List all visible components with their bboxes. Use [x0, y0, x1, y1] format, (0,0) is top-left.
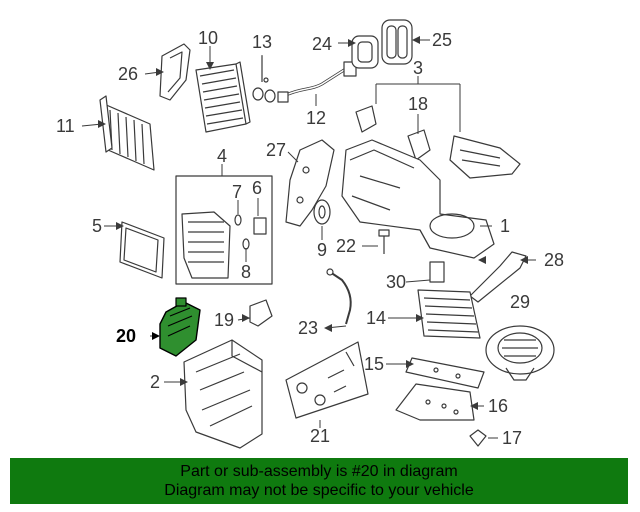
callout-9: 9 [317, 240, 327, 260]
callout-17: 17 [502, 428, 522, 448]
part-9-grommet[interactable] [313, 199, 331, 225]
callout-labels: 10 26 11 13 12 24 25 3 18 27 4 6 7 5 8 9… [56, 28, 564, 448]
banner-line-2: Diagram may not be specific to your vehi… [164, 482, 474, 499]
part-20-blower-control-module[interactable] [159, 297, 201, 357]
part-17-clip[interactable] [469, 429, 487, 447]
banner-line-1: Part or sub-assembly is #20 in diagram [180, 463, 458, 480]
part-16-bottom-cover[interactable] [395, 383, 475, 421]
callout-20: 20 [116, 326, 136, 346]
part-24-gasket[interactable] [351, 35, 379, 69]
callout-14: 14 [366, 308, 386, 328]
callout-5: 5 [92, 216, 102, 236]
part-8-o-ring[interactable] [242, 238, 250, 250]
callout-10: 10 [198, 28, 218, 48]
callout-18: 18 [408, 94, 428, 114]
callout-1: 1 [500, 216, 510, 236]
part-25-gasket[interactable] [381, 19, 413, 65]
callout-7: 7 [232, 182, 242, 202]
callout-19: 19 [214, 310, 234, 330]
callout-30: 30 [386, 272, 406, 292]
callout-6: 6 [252, 178, 262, 198]
callout-4: 4 [217, 146, 227, 166]
part-7-o-ring[interactable] [234, 214, 242, 226]
part-10-evaporator[interactable] [195, 61, 251, 133]
part-1-hvac-housing[interactable] [341, 139, 495, 259]
part-18-actuator[interactable] [407, 129, 431, 161]
part-2-lower-housing[interactable] [183, 339, 263, 449]
part-21-seal-kit[interactable] [285, 341, 369, 419]
callout-21: 21 [310, 426, 330, 446]
part-19-bracket[interactable] [249, 299, 273, 327]
part-11-heater-core[interactable] [99, 95, 155, 171]
callout-27: 27 [266, 140, 286, 160]
callout-23: 23 [298, 318, 318, 338]
part-23-drain-tube[interactable] [326, 268, 352, 325]
part-12-ac-line[interactable] [277, 61, 357, 103]
callout-26: 26 [118, 64, 138, 84]
callout-16: 16 [488, 396, 508, 416]
part-3-actuators[interactable] [355, 105, 521, 179]
info-banner: Part or sub-assembly is #20 in diagram D… [10, 458, 628, 504]
callout-8: 8 [241, 262, 251, 282]
part-22-screw[interactable] [378, 229, 390, 254]
callout-29: 29 [510, 292, 530, 312]
part-13-o-rings[interactable] [252, 56, 276, 103]
part-28-lever[interactable] [469, 251, 527, 303]
callout-2: 2 [150, 372, 160, 392]
callout-28: 28 [544, 250, 564, 270]
part-26-seal[interactable] [159, 43, 191, 101]
callout-22: 22 [336, 236, 356, 256]
part-6-sensor[interactable] [253, 217, 267, 235]
callout-15: 15 [364, 354, 384, 374]
part-30-resistor[interactable] [429, 261, 445, 283]
part-5-cabin-filter[interactable] [119, 221, 165, 279]
part-14-filter-element[interactable] [417, 289, 481, 339]
callout-3: 3 [413, 58, 423, 78]
part-29-blower-motor[interactable] [485, 325, 555, 381]
callout-13: 13 [252, 32, 272, 52]
callout-25: 25 [432, 30, 452, 50]
callout-11: 11 [56, 116, 75, 136]
callout-24: 24 [312, 34, 332, 54]
part-4-kit-box[interactable] [175, 175, 273, 285]
part-15-cover[interactable] [405, 357, 485, 389]
callout-12: 12 [306, 108, 326, 128]
